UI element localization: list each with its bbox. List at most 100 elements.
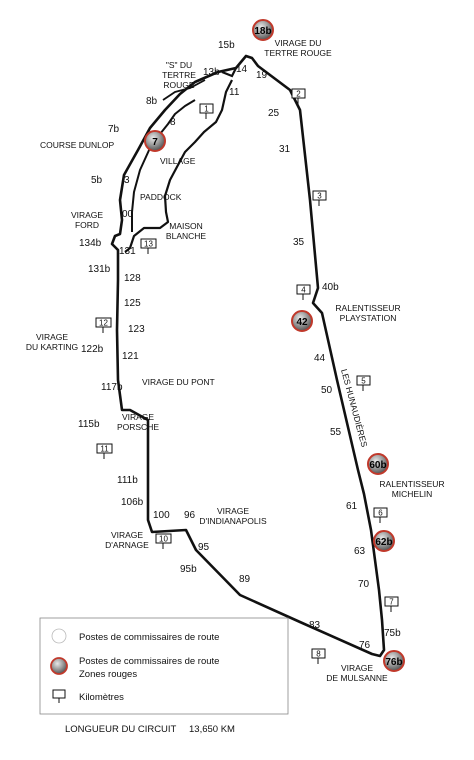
post-label: 117b [101, 382, 123, 393]
post-label: 106b [121, 497, 144, 508]
km-label: 3 [317, 192, 322, 201]
post-label: 8b [146, 96, 158, 107]
post-label: 134b [79, 238, 102, 249]
km-label: 10 [159, 535, 168, 544]
post-label: 128 [124, 273, 141, 284]
km-marker-icon: 10 [155, 533, 172, 549]
circuit-length: LONGUEUR DU CIRCUIT 13,650 KM [65, 724, 235, 735]
km-label: 1 [204, 105, 209, 114]
post-label: 5b [91, 175, 103, 186]
post-label: 115b [78, 419, 100, 430]
km-label: 11 [100, 445, 109, 454]
legend-red-row: Postes de commissaires de route Zones ro… [50, 656, 219, 680]
legend: Postes de commissaires de route Postes d… [39, 617, 289, 715]
km-label: 4 [301, 286, 306, 295]
post-label: 31 [279, 144, 291, 155]
km-marker-icon: 11 [96, 443, 113, 459]
red-posts-layer: 18b 7 42 60b 62b 76b [144, 19, 405, 672]
track-inner-loop-2 [131, 99, 196, 232]
km-label: 7 [389, 598, 394, 607]
legend-red-label-1: Postes de commissaires de route [79, 656, 219, 667]
km-marker-icon: 1 [199, 103, 214, 119]
post-label: 19 [256, 70, 268, 81]
post-label: 15b [218, 40, 235, 51]
post-label: 3 [124, 175, 130, 186]
legend-red-label-2: Zones rouges [79, 669, 137, 680]
post-label: 83 [309, 620, 321, 631]
label-village: VILLAGE [160, 156, 196, 166]
post-label: 35 [293, 237, 305, 248]
km-label: 6 [378, 509, 383, 518]
post-label: 7b [108, 124, 120, 135]
post-label: 123 [128, 324, 145, 335]
circuit-length-label: LONGUEUR DU CIRCUIT [65, 724, 177, 735]
post-label: 40b [322, 282, 339, 293]
post-label: 131b [88, 264, 111, 275]
km-marker-icon: 7 [384, 596, 399, 612]
post-label: 00 [122, 209, 134, 220]
post-label: 75b [384, 628, 401, 639]
post-label: 13b [203, 67, 220, 78]
km-label: 12 [99, 319, 108, 328]
legend-post-row: Postes de commissaires de route [51, 628, 219, 644]
post-label: 70 [358, 579, 370, 590]
red-post-label: 62b [375, 537, 392, 548]
km-marker-icon: 5 [356, 375, 371, 391]
red-post-label: 18b [254, 26, 271, 37]
red-post-76b: 76b [383, 650, 405, 672]
legend-posts-label: Postes de commissaires de route [79, 632, 219, 643]
km-label: 8 [316, 650, 321, 659]
km-marker-icon: 2 [291, 88, 306, 104]
km-marker-icon: 12 [95, 317, 112, 333]
label-course-dunlop: COURSE DUNLOP [40, 140, 114, 150]
red-post-label: 42 [296, 317, 308, 328]
red-post-42: 42 [291, 310, 313, 332]
red-post-18b: 18b [252, 19, 274, 41]
circuit-length-value: 13,650 KM [189, 724, 235, 735]
post-label: 96 [184, 510, 196, 521]
km-label: 5 [361, 377, 366, 386]
post-label: 44 [314, 353, 326, 364]
post-label: 125 [124, 298, 141, 309]
label-paddock: PADDOCK [140, 192, 182, 202]
legend-km-row: Kilomètres [52, 689, 124, 703]
km-marker-icon: 13 [140, 238, 157, 254]
post-label: 122b [81, 344, 104, 355]
post-label: 8 [170, 117, 176, 128]
post-label: 11 [229, 87, 240, 98]
post-label: 95b [180, 564, 197, 575]
post-label: 63 [354, 546, 366, 557]
legend-km-label: Kilomètres [79, 692, 124, 703]
red-post-label: 76b [385, 657, 402, 668]
red-post-label: 60b [369, 460, 386, 471]
post-label: 89 [239, 574, 251, 585]
red-post-7: 7 [144, 130, 166, 152]
post-label: 55 [330, 427, 342, 438]
post-label: 50 [321, 385, 333, 396]
post-label: 76 [359, 640, 371, 651]
km-label: 13 [144, 240, 153, 249]
post-label: 61 [346, 501, 358, 512]
post-label: 100 [153, 510, 170, 521]
post-label: 121 [122, 351, 139, 362]
red-post-label: 7 [152, 137, 158, 148]
track-s-tertre [162, 79, 206, 101]
label-virage-pont: VIRAGE DU PONT [142, 377, 215, 387]
km-marker-icon: 3 [312, 190, 327, 206]
track-inner-loop [124, 79, 233, 253]
post-label: 95 [198, 542, 210, 553]
km-label: 2 [296, 90, 301, 99]
